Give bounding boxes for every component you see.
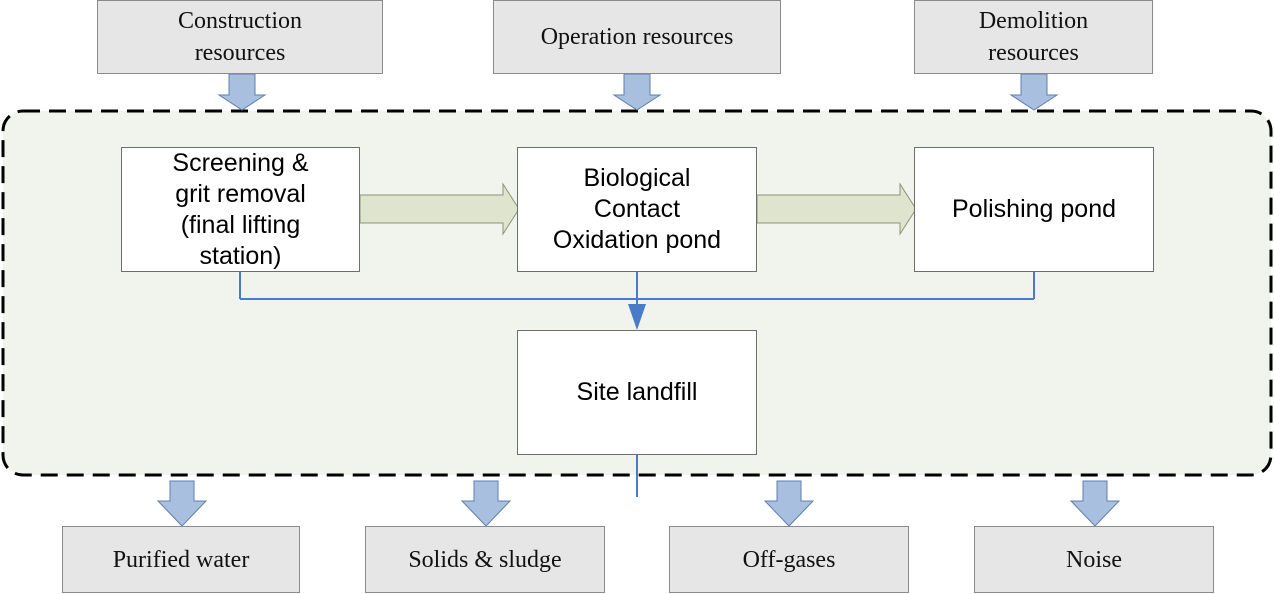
screening-grit-removal-box: Screening & grit removal (final lifting … — [121, 147, 360, 272]
purified-water-box: Purified water — [62, 526, 300, 593]
polishing-pond-box: Polishing pond — [914, 147, 1154, 272]
demolition-resources-box: Demolition resources — [914, 0, 1153, 74]
down-arrow-off-gases — [763, 480, 815, 527]
construction-resources-box: Construction resources — [97, 0, 383, 74]
noise-box: Noise — [974, 526, 1214, 593]
site-landfill-box: Site landfill — [517, 330, 757, 455]
solids-sludge-box: Solids & sludge — [365, 526, 605, 593]
down-arrow-purified-water — [156, 480, 208, 527]
flow-arrow-screening-to-biological — [359, 182, 520, 236]
biological-contact-oxidation-pond-box: Biological Contact Oxidation pond — [517, 147, 757, 272]
down-arrow-solids-sludge — [460, 480, 512, 527]
connector-arrowhead — [628, 304, 646, 330]
off-gases-box: Off-gases — [669, 526, 909, 593]
down-arrow-construction — [217, 73, 267, 111]
down-arrow-operation — [612, 73, 662, 111]
down-arrow-noise — [1069, 480, 1121, 527]
down-arrow-demolition — [1009, 73, 1059, 111]
flow-arrow-biological-to-polishing — [756, 182, 917, 236]
operation-resources-box: Operation resources — [493, 0, 781, 74]
